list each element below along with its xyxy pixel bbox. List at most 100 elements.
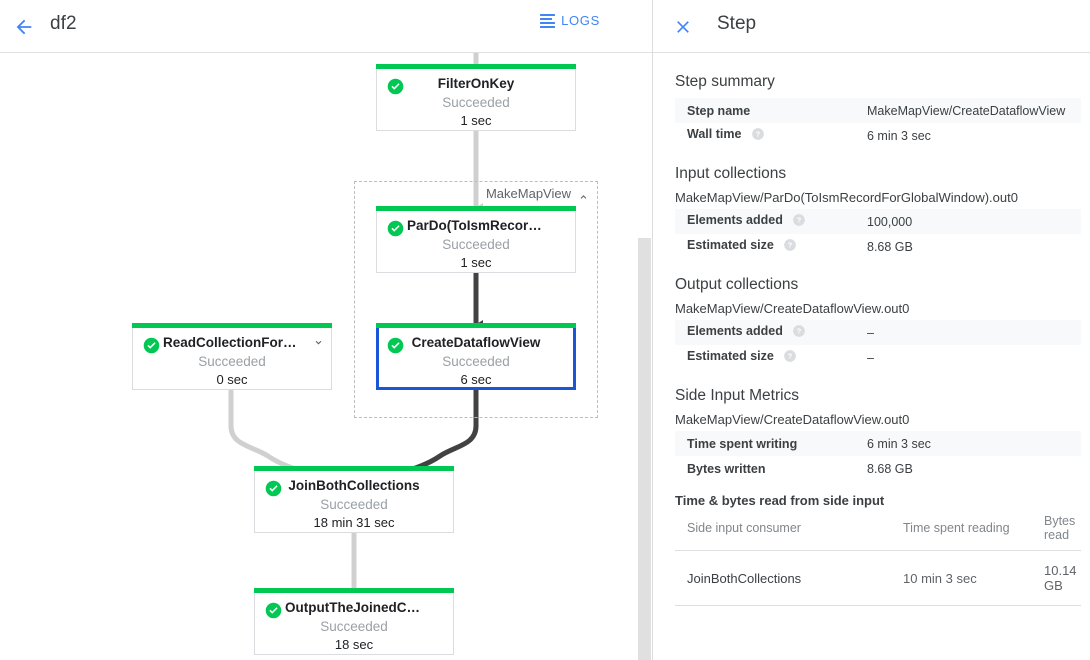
node-status: Succeeded (442, 95, 510, 110)
node-title: JoinBothCollections (288, 478, 420, 493)
node-body: OutputTheJoinedCollec… Succeeded 18 sec (255, 599, 453, 654)
row-key-label: Elements added (687, 324, 783, 338)
side-input-metrics-table: Time spent writing 6 min 3 sec Bytes wri… (675, 431, 1081, 481)
graph-node-read-collection-for-join[interactable]: ReadCollectionForJoin Succeeded 0 sec (132, 323, 332, 390)
graph-scrollbar-thumb[interactable] (638, 238, 651, 660)
table-row: Estimated size ? – (675, 345, 1081, 370)
node-body: CreateDataflowView Succeeded 6 sec (379, 334, 573, 389)
node-time: 18 sec (334, 637, 374, 652)
step-details-panel: Step Step summary Step name MakeMapView/… (653, 0, 1090, 660)
svg-text:?: ? (756, 130, 761, 139)
node-status: Succeeded (320, 619, 388, 634)
table-row: Elements added ? 100,000 (675, 209, 1081, 234)
cell-time-spent-reading: 10 min 3 sec (891, 550, 1032, 606)
help-icon[interactable]: ? (792, 324, 806, 341)
check-circle-icon (143, 337, 160, 354)
row-key: Wall time ? (675, 123, 855, 148)
row-key: Time spent writing (687, 436, 798, 451)
help-icon[interactable]: ? (783, 349, 797, 366)
row-value: – (867, 325, 874, 340)
page-title: df2 (50, 13, 77, 34)
graph-node-join-both-collections[interactable]: JoinBothCollections Succeeded 18 min 31 … (254, 466, 454, 533)
node-body: FilterOnKey Succeeded 1 sec (377, 75, 575, 130)
table-row: Elements added ? – (675, 320, 1081, 345)
graph-node-filter-on-key[interactable]: FilterOnKey Succeeded 1 sec (376, 64, 576, 131)
row-value: 100,000 (867, 214, 913, 229)
node-body: ReadCollectionForJoin Succeeded 0 sec (133, 334, 331, 389)
help-icon[interactable]: ? (783, 238, 797, 255)
row-key-label: Estimated size (687, 349, 774, 363)
svg-text:?: ? (788, 241, 793, 250)
input-collections-table: Elements added ? 100,000 Estimated size (675, 209, 1081, 259)
graph-node-pardo-toismrecord[interactable]: ParDo(ToIsmRecordFor… Succeeded 1 sec (376, 206, 576, 273)
top-app-bar: df2 LOGS (0, 0, 652, 53)
node-title: ParDo(ToIsmRecordFor… (407, 218, 545, 233)
pane-divider (652, 0, 653, 660)
node-title: FilterOnKey (437, 76, 515, 91)
table-row: Estimated size ? 8.68 GB (675, 234, 1081, 259)
column-header-time-spent-reading: Time spent reading (891, 512, 1032, 551)
node-title: ReadCollectionForJoin (163, 335, 301, 350)
section-heading-output-collections: Output collections (675, 276, 799, 293)
cell-bytes-read: 10.14 GB (1032, 550, 1081, 606)
row-key-label: Estimated size (687, 238, 774, 252)
graph-node-create-dataflow-view[interactable]: CreateDataflowView Succeeded 6 sec (376, 323, 576, 390)
node-status: Succeeded (320, 497, 388, 512)
input-collection-name: MakeMapView/ParDo(ToIsmRecordForGlobalWi… (675, 190, 1018, 205)
hamburger-icon (540, 13, 556, 28)
row-value: 8.68 GB (867, 239, 913, 254)
graph-node-output-the-joined-collection[interactable]: OutputTheJoinedCollec… Succeeded 18 sec (254, 588, 454, 655)
node-time: 18 min 31 sec (313, 515, 395, 530)
node-title: OutputTheJoinedCollec… (285, 600, 423, 615)
section-heading-step-summary: Step summary (675, 73, 775, 90)
svg-text:?: ? (797, 216, 802, 225)
logs-button-label: LOGS (561, 13, 600, 28)
node-time: 0 sec (216, 372, 248, 387)
column-header-bytes-read: Bytes read (1032, 512, 1081, 551)
output-collection-name: MakeMapView/CreateDataflowView.out0 (675, 301, 910, 316)
chevron-down-icon[interactable] (312, 336, 325, 354)
row-value: 6 min 3 sec (867, 436, 931, 451)
node-status: Succeeded (198, 354, 266, 369)
node-status: Succeeded (442, 237, 510, 252)
check-circle-icon (387, 78, 404, 95)
help-icon[interactable]: ? (792, 213, 806, 230)
table-row: Time spent writing 6 min 3 sec (675, 431, 1081, 456)
help-icon[interactable]: ? (751, 127, 765, 144)
node-body: ParDo(ToIsmRecordFor… Succeeded 1 sec (377, 217, 575, 272)
node-body: JoinBothCollections Succeeded 18 min 31 … (255, 477, 453, 532)
table-row: Wall time ? 6 min 3 sec (675, 123, 1081, 148)
row-key: Estimated size ? (675, 345, 855, 370)
row-value: – (867, 350, 874, 365)
graph-scrollbar-track[interactable] (637, 53, 652, 660)
job-graph-canvas[interactable]: MakeMapView FilterOnKey (0, 53, 652, 660)
table-row: Bytes written 8.68 GB (675, 456, 1081, 481)
node-time: 1 sec (460, 255, 492, 270)
back-arrow-icon[interactable] (8, 11, 40, 43)
check-circle-icon (265, 480, 282, 497)
check-circle-icon (387, 337, 404, 354)
node-status-bar (254, 588, 454, 593)
row-key: Elements added ? (675, 320, 855, 345)
side-input-collection-name: MakeMapView/CreateDataflowView.out0 (675, 412, 910, 427)
table-row[interactable]: JoinBothCollections 10 min 3 sec 10.14 G… (675, 550, 1081, 606)
row-key: Bytes written (687, 461, 766, 476)
consumer-table-title: Time & bytes read from side input (675, 493, 885, 508)
output-collections-table: Elements added ? – Estimated size (675, 320, 1081, 370)
check-circle-icon (387, 220, 404, 237)
logs-button[interactable]: LOGS (540, 13, 600, 28)
svg-text:?: ? (788, 352, 793, 361)
node-status-bar (376, 64, 576, 69)
close-icon[interactable] (667, 11, 699, 43)
job-graph-pane: df2 LOGS (0, 0, 652, 660)
check-circle-icon (265, 602, 282, 619)
row-key-label: Elements added (687, 213, 783, 227)
cell-consumer: JoinBothCollections (675, 550, 891, 606)
svg-text:?: ? (797, 327, 802, 336)
composite-step-makemapview[interactable]: MakeMapView (354, 181, 598, 418)
node-status-bar (376, 323, 576, 328)
node-status: Succeeded (442, 354, 510, 369)
composite-step-label: MakeMapView (485, 186, 571, 201)
chevron-up-icon[interactable] (577, 190, 590, 208)
